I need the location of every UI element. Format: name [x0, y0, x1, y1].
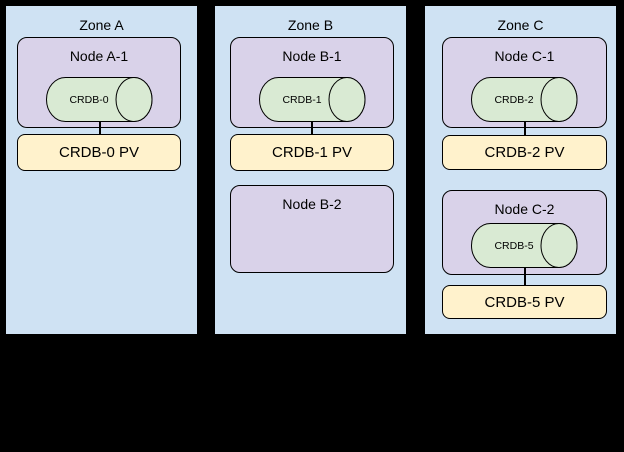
node-c-1-label: Node C-1 [494, 48, 555, 64]
pod-crdb-0: CRDB-0 [46, 77, 153, 122]
node-b-2: Node B-2 [230, 185, 394, 273]
connector-crdb-1-to-pv [311, 121, 313, 135]
pod-crdb-2: CRDB-2 [471, 77, 578, 122]
connector-crdb-5-to-pv [524, 268, 526, 285]
pod-crdb-1-label: CRDB-1 [282, 94, 321, 106]
node-b-2-label: Node B-2 [282, 196, 342, 212]
cylinder-cap [115, 77, 153, 122]
pv-crdb-2: CRDB-2 PV [442, 135, 607, 170]
node-a-1-label: Node A-1 [69, 48, 129, 64]
cylinder-cap [540, 223, 578, 268]
node-c-1: Node C-1 CRDB-2 [442, 37, 607, 128]
pv-crdb-5: CRDB-5 PV [442, 285, 607, 319]
zone-b-label: Zone B [287, 17, 334, 33]
connector-crdb-0-to-pv [99, 121, 101, 135]
node-c-2-label: Node C-2 [494, 201, 555, 217]
pod-crdb-2-label: CRDB-2 [494, 94, 533, 106]
cylinder-cap [328, 77, 366, 122]
pod-crdb-5: CRDB-5 [471, 223, 578, 268]
node-a-1: Node A-1 CRDB-0 [17, 37, 181, 128]
pod-crdb-0-label: CRDB-0 [69, 94, 108, 106]
zone-c-label: Zone C [497, 17, 544, 33]
zone-a: Zone A Node A-1 CRDB-0 CRDB-0 PV [4, 4, 199, 336]
pod-crdb-1: CRDB-1 [259, 77, 366, 122]
zone-a-label: Zone A [79, 17, 124, 33]
pv-crdb-1: CRDB-1 PV [230, 134, 394, 171]
connector-crdb-2-to-pv [524, 121, 526, 135]
zone-c: Zone C Node C-1 CRDB-2 CRDB-2 PV Node C-… [423, 4, 618, 336]
node-b-1: Node B-1 CRDB-1 [230, 37, 394, 128]
pv-crdb-0: CRDB-0 PV [17, 134, 181, 171]
zone-b: Zone B Node B-1 CRDB-1 CRDB-1 PV Node B-… [213, 4, 408, 336]
cylinder-cap [540, 77, 578, 122]
node-c-2: Node C-2 CRDB-5 [442, 190, 607, 275]
node-b-1-label: Node B-1 [282, 48, 342, 64]
pod-crdb-5-label: CRDB-5 [494, 240, 533, 252]
